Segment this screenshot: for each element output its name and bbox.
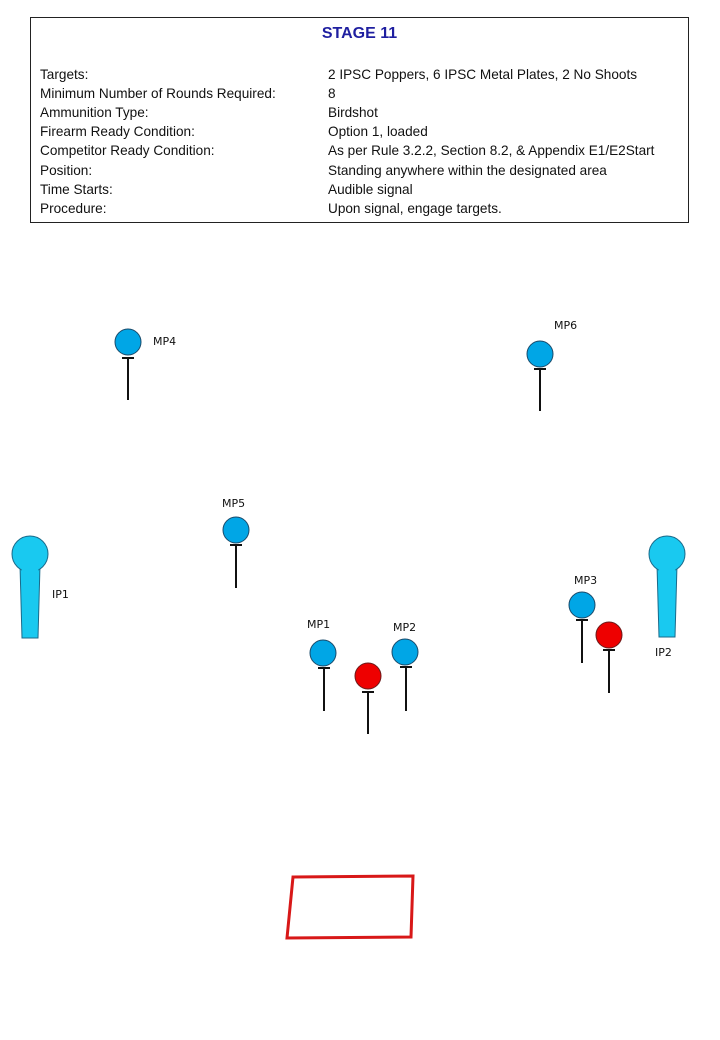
row-time-starts: Time Starts: Audible signal <box>40 182 413 197</box>
no-shoot-right <box>595 621 623 693</box>
metal-plate-mp6: MP6 <box>526 319 577 411</box>
label-mp1: MP1 <box>307 618 330 631</box>
row-ammunition: Ammunition Type: Birdshot <box>40 105 378 120</box>
row-firearm-ready: Firearm Ready Condition: Option 1, loaded <box>40 124 428 139</box>
metal-plate-mp2: MP2 <box>391 621 419 711</box>
metal-plate-mp3: MP3 <box>568 574 597 663</box>
row-competitor-ready: Competitor Ready Condition: As per Rule 3… <box>40 143 654 158</box>
row-label: Position: <box>40 163 93 178</box>
popper-ip2: IP2 <box>648 535 686 659</box>
row-procedure: Procedure: Upon signal, engage targets. <box>40 201 502 216</box>
label-mp2: MP2 <box>393 621 416 634</box>
label-mp4: MP4 <box>153 335 176 348</box>
label-mp6: MP6 <box>554 319 577 332</box>
row-label: Procedure: <box>40 201 107 216</box>
stage-briefing-table: STAGE 11 Targets: 2 IPSC Poppers, 6 IPSC … <box>30 17 689 223</box>
row-value: As per Rule 3.2.2, Section 8.2, & Append… <box>328 143 655 158</box>
shooting-area-box <box>285 874 415 940</box>
row-value: Upon signal, engage targets. <box>328 201 502 216</box>
row-value: Option 1, loaded <box>328 124 428 139</box>
row-min-rounds: Minimum Number of Rounds Required: 8 <box>40 86 336 101</box>
row-label: Firearm Ready Condition: <box>40 124 195 139</box>
row-value: Birdshot <box>328 105 378 120</box>
metal-plate-mp4: MP4 <box>114 328 176 400</box>
row-value: 8 <box>328 86 336 101</box>
row-targets: Targets: 2 IPSC Poppers, 6 IPSC Metal Pla… <box>40 67 637 82</box>
row-label: Time Starts: <box>40 182 113 197</box>
row-value: 2 IPSC Poppers, 6 IPSC Metal Plates, 2 N… <box>328 67 638 82</box>
row-value: Standing anywhere within the designated … <box>328 163 607 178</box>
row-label: Targets: <box>40 67 89 82</box>
metal-plate-mp1: MP1 <box>307 618 337 711</box>
label-ip2: IP2 <box>655 646 672 659</box>
popper-ip1: IP1 <box>11 535 69 639</box>
label-ip1: IP1 <box>52 588 69 601</box>
row-label: Minimum Number of Rounds Required: <box>40 86 276 101</box>
row-label: Competitor Ready Condition: <box>40 143 215 158</box>
row-value: Audible signal <box>328 182 413 197</box>
no-shoot-center <box>354 662 382 734</box>
label-mp3: MP3 <box>574 574 597 587</box>
row-label: Ammunition Type: <box>40 105 149 120</box>
metal-plate-mp5: MP5 <box>222 497 250 588</box>
row-position: Position: Standing anywhere within the de… <box>40 163 607 178</box>
stage-title: STAGE 11 <box>321 25 398 42</box>
label-mp5: MP5 <box>222 497 245 510</box>
